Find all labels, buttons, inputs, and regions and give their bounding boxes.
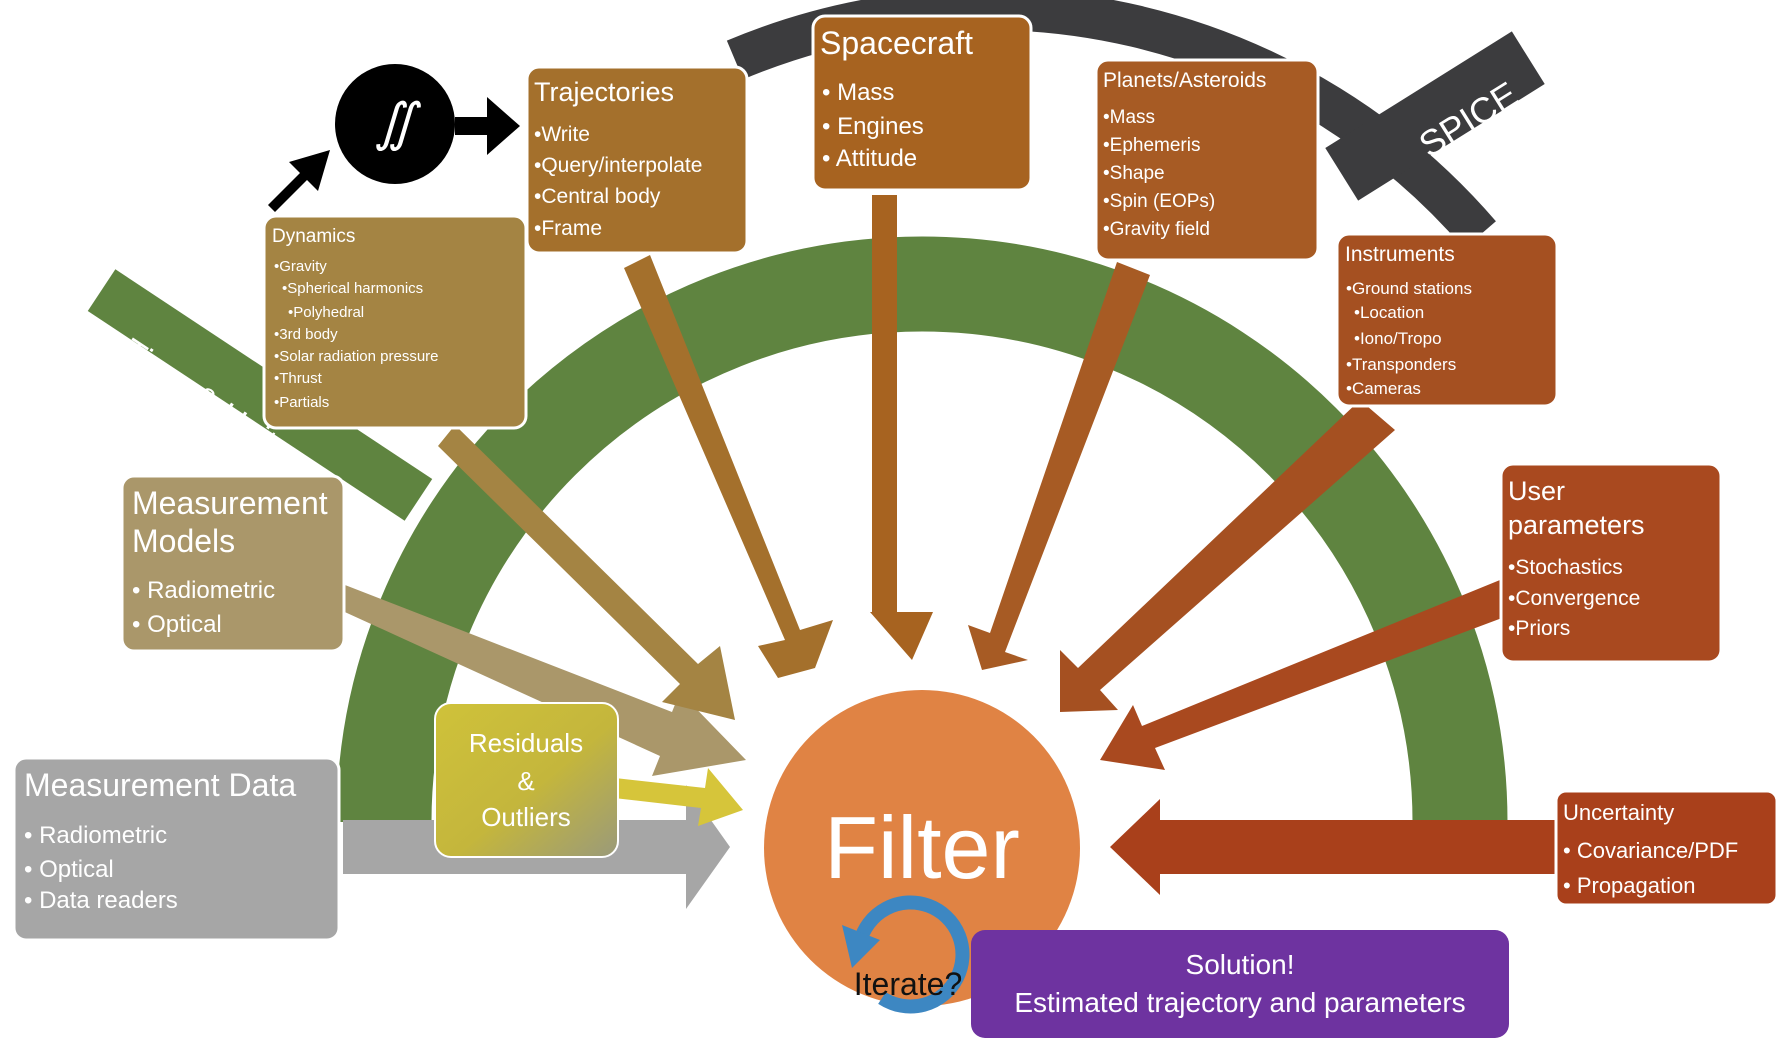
instruments-item: •Transponders bbox=[1346, 355, 1456, 374]
measurement-data-item: • Data readers bbox=[24, 887, 178, 914]
user-parameters-box: User parameters •Stochastics •Convergenc… bbox=[1499, 462, 1723, 664]
arrow-spacecraft bbox=[870, 195, 933, 660]
trajectories-item: •Write bbox=[534, 123, 590, 146]
spacecraft-item: • Mass bbox=[822, 79, 894, 106]
integrator-circle bbox=[335, 64, 455, 184]
measurement-models-item: • Radiometric bbox=[132, 577, 275, 604]
dynamics-item: •3rd body bbox=[274, 326, 338, 343]
arrow-measurement-models bbox=[336, 585, 746, 776]
arrow-instruments bbox=[1060, 400, 1395, 712]
dynamics-item: •Gravity bbox=[274, 258, 327, 275]
instruments-box: Instruments •Ground stations •Location •… bbox=[1335, 232, 1559, 408]
arrow-trajectories bbox=[624, 255, 833, 678]
trajectories-item: •Query/interpolate bbox=[534, 154, 702, 177]
planets-item: •Shape bbox=[1103, 163, 1165, 184]
instruments-item: •Ground stations bbox=[1346, 279, 1472, 298]
planets-asteroids-box: Planets/Asteroids •Mass •Ephemeris •Shap… bbox=[1094, 58, 1320, 262]
arrow-user-parameters bbox=[1100, 580, 1510, 770]
trajectories-title: Trajectories bbox=[534, 77, 674, 107]
dynamics-item: •Solar radiation pressure bbox=[274, 348, 439, 365]
user-parameters-item: •Convergence bbox=[1508, 587, 1640, 610]
measurement-data-item: • Radiometric bbox=[24, 822, 167, 849]
spacecraft-title: Spacecraft bbox=[820, 25, 973, 61]
uncertainty-item: • Propagation bbox=[1563, 873, 1695, 898]
iterate-arrowhead-icon bbox=[842, 925, 880, 968]
measurement-models-item: • Optical bbox=[132, 611, 222, 638]
planets-item: •Spin (EOPs) bbox=[1103, 191, 1215, 212]
user-parameters-item: •Priors bbox=[1508, 617, 1570, 640]
iterate-loop: Iterate? bbox=[842, 895, 970, 1014]
arrow-planets bbox=[968, 262, 1150, 670]
arrow-uncertainty bbox=[1110, 799, 1560, 895]
measurement-data-box: Measurement Data • Radiometric • Optical… bbox=[12, 756, 341, 942]
residuals-label: Outliers bbox=[481, 802, 571, 832]
instruments-item: •Iono/Tropo bbox=[1354, 329, 1442, 348]
integrator: ∬ bbox=[268, 64, 520, 212]
spacecraft-item: • Engines bbox=[822, 113, 924, 140]
iterate-arrow-icon bbox=[853, 895, 970, 1014]
measurement-data-title: Measurement Data bbox=[24, 767, 296, 803]
spacecraft-box: Spacecraft • Mass • Engines • Attitude bbox=[811, 14, 1033, 192]
user-parameters-item: •Stochastics bbox=[1508, 556, 1623, 579]
arrow-residuals bbox=[614, 768, 743, 826]
residuals-label: & bbox=[517, 766, 534, 796]
solution-title: Solution! bbox=[1186, 949, 1295, 980]
dynamics-item: •Thrust bbox=[274, 370, 323, 387]
integrator-in-arrow bbox=[268, 150, 330, 212]
iterate-label: Iterate? bbox=[854, 966, 963, 1002]
planets-title: Planets/Asteroids bbox=[1103, 69, 1266, 92]
measurement-models-title: Measurement bbox=[132, 485, 328, 521]
measurement-data-item: • Optical bbox=[24, 856, 114, 883]
integral-icon: ∬ bbox=[374, 94, 421, 152]
user-parameters-title: parameters bbox=[1508, 510, 1645, 540]
instruments-item: •Cameras bbox=[1346, 379, 1421, 398]
planets-item: •Ephemeris bbox=[1103, 135, 1200, 156]
planets-item: •Gravity field bbox=[1103, 219, 1210, 240]
instruments-item: •Location bbox=[1354, 303, 1424, 322]
uncertainty-item: • Covariance/PDF bbox=[1563, 838, 1738, 863]
trajectories-item: •Central body bbox=[534, 185, 661, 208]
planets-item: •Mass bbox=[1103, 107, 1155, 128]
dynamics-item: •Polyhedral bbox=[288, 304, 364, 321]
trajectories-box: Trajectories •Write •Query/interpolate •… bbox=[525, 65, 749, 255]
user-parameters-title: User bbox=[1508, 476, 1565, 506]
arrow-dynamics bbox=[438, 425, 735, 720]
dynamics-item: •Partials bbox=[274, 394, 329, 411]
solution-box: Solution! Estimated trajectory and param… bbox=[971, 930, 1509, 1038]
uncertainty-box: Uncertainty • Covariance/PDF • Propagati… bbox=[1554, 789, 1778, 907]
spacecraft-item: • Attitude bbox=[822, 145, 917, 172]
residuals-outliers-box: Residuals & Outliers bbox=[434, 702, 619, 858]
measurement-models-title: Models bbox=[132, 523, 235, 559]
dynamics-item: •Spherical harmonics bbox=[282, 280, 423, 297]
dynamics-title: Dynamics bbox=[272, 226, 355, 247]
solution-subtitle: Estimated trajectory and parameters bbox=[1014, 987, 1465, 1018]
integrator-out-arrow bbox=[455, 97, 520, 155]
trajectories-item: •Frame bbox=[534, 217, 602, 240]
measurement-models-box: Measurement Models • Radiometric • Optic… bbox=[120, 474, 346, 653]
instruments-title: Instruments bbox=[1345, 243, 1455, 266]
residuals-label: Residuals bbox=[469, 728, 583, 758]
filter-label: Filter bbox=[824, 798, 1020, 897]
dynamics-box: Dynamics •Gravity •Spherical harmonics •… bbox=[262, 214, 528, 430]
uncertainty-title: Uncertainty bbox=[1563, 800, 1674, 825]
